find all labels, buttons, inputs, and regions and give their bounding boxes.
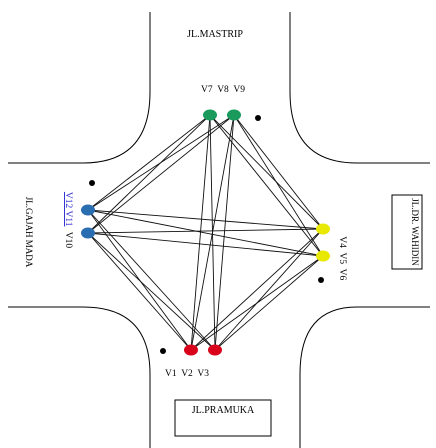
node-v8 [227,109,241,121]
street-label-west: JL.GAJAH MADA [24,197,34,268]
marker-dot-left [89,180,95,186]
street-box-south [174,399,272,437]
edge-v7-v11 [87,114,211,234]
label-bottom-group: V1 V2 V3 [165,369,209,379]
road-edge-bottom-right [299,306,430,448]
street-label-west-text: JL.GAJAH MADA [24,197,34,268]
nodes-layer [81,109,330,356]
node-v2 [208,344,222,356]
edge-v11-v1 [87,232,192,351]
node-v5 [316,250,330,262]
edge-v10-v2 [87,209,216,351]
road-edge-top-left [8,12,151,164]
node-v4 [316,223,330,235]
edge-v11-v5 [87,232,324,257]
label-right-group-text: V4 V5 V6 [337,236,347,280]
edge-v10-v5 [87,209,324,257]
edges-layer [87,114,324,351]
edge-v8-v4 [233,114,324,230]
edge-v8-v5 [233,114,324,257]
road-edge-bottom-left [8,306,151,448]
street-box-east [391,194,423,270]
edge-v1-v4 [190,228,324,351]
edge-v2-v4 [214,228,324,351]
label-right-group: V4 V5 V6 [337,225,347,288]
edge-v7-v10 [87,114,211,211]
node-v7 [203,109,217,121]
marker-dot-top [255,115,261,121]
edge-v2-v5 [214,255,324,351]
edge-v8-v2 [214,114,235,351]
label-left-group: V12 V11 V10 [63,192,73,248]
edge-v7-v1 [190,114,211,351]
edge-v7-v5 [209,114,324,257]
marker-dot-right [318,277,324,283]
marker-dot-bottom [160,348,166,354]
street-label-north: JL.MASTRIP [187,29,243,40]
edge-v11-v4 [87,228,324,234]
node-v1 [184,344,198,356]
edge-v8-v11 [87,114,235,234]
label-left-dark: V10 [63,232,73,249]
node-v10 [81,204,95,216]
edge-v10-v4 [87,209,324,230]
edge-v8-v10 [87,114,235,211]
edge-v11-v2 [87,232,216,351]
road-outlines [8,12,430,448]
node-v11 [81,227,95,239]
street-label-east-text: JL.DR. WAHIDIN [410,198,420,266]
street-label-south: JL.PRAMUKA [192,405,255,416]
road-edge-top-right [289,12,430,164]
label-left-blue: V12 V11 [63,192,73,227]
label-top-group: V7 V8 V9 [201,85,245,95]
street-label-east: JL.DR. WAHIDIN [410,198,420,266]
edge-v8-v1 [190,114,235,351]
edge-v7-v4 [209,114,324,230]
